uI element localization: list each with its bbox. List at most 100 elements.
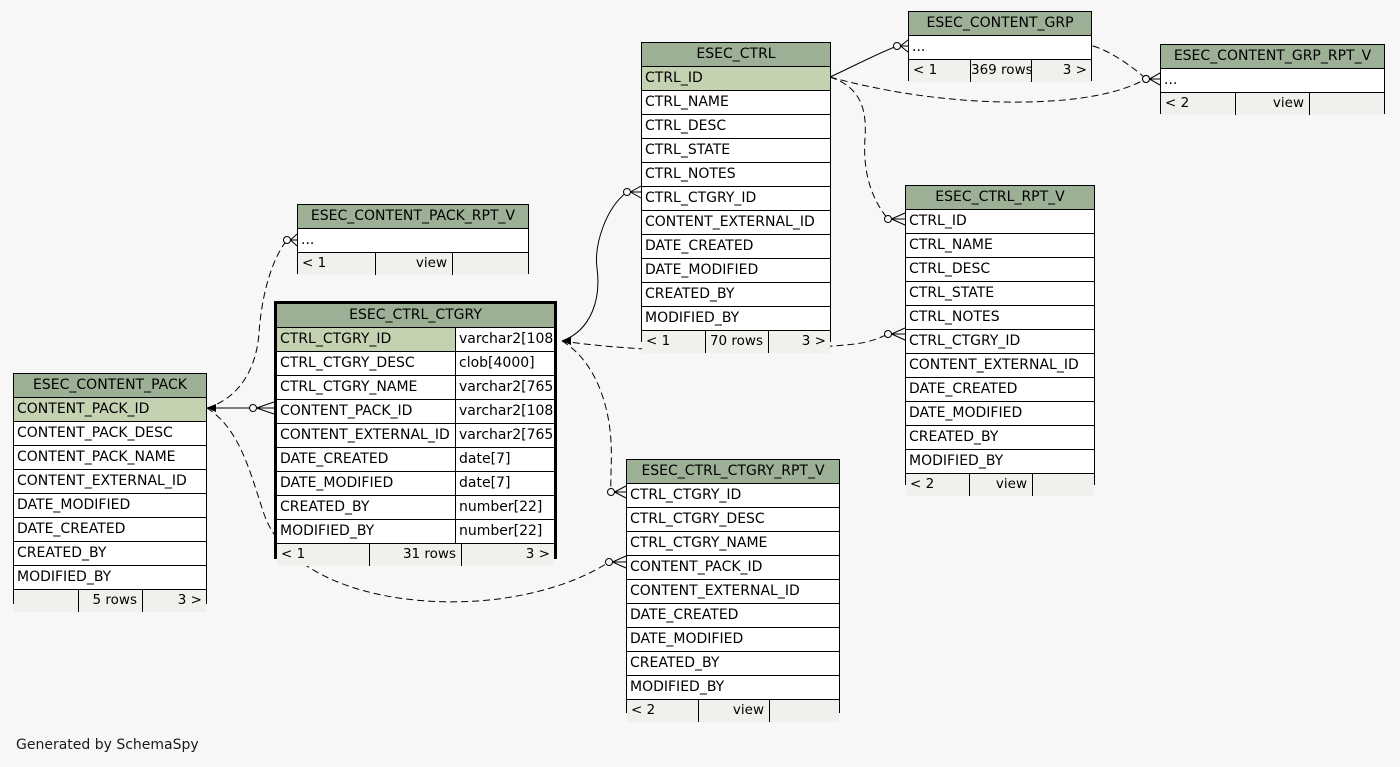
column-name: DATE_CREATED bbox=[909, 381, 1018, 397]
column-type: date[7] bbox=[455, 472, 554, 495]
degree-children: < 2 bbox=[631, 702, 656, 718]
table-title-esec_content_pack[interactable]: ESEC_CONTENT_PACK bbox=[14, 374, 206, 398]
zero-circle-marker bbox=[283, 236, 291, 244]
zero-circle-marker bbox=[607, 488, 615, 496]
column-name: CONTENT_PACK_DESC bbox=[17, 425, 173, 441]
column-type: varchar2[108] bbox=[455, 328, 554, 351]
column-row-esec_ctrl_ctgry: CONTENT_EXTERNAL_ID varchar2[765] bbox=[277, 424, 554, 448]
crowfoot-marker bbox=[891, 212, 906, 226]
zero-circle-marker bbox=[1142, 75, 1150, 83]
column-row-esec_content_pack: CONTENT_EXTERNAL_ID bbox=[14, 470, 206, 494]
row-count: view bbox=[1235, 93, 1309, 115]
column-name: MODIFIED_BY bbox=[645, 310, 740, 326]
crowfoot-marker bbox=[1149, 72, 1161, 86]
table-title-esec_ctrl[interactable]: ESEC_CTRL bbox=[642, 43, 830, 67]
column-row-esec_content_pack: CONTENT_PACK_DESC bbox=[14, 422, 206, 446]
column-name: DATE_CREATED bbox=[280, 451, 389, 467]
column-name: ... bbox=[912, 39, 926, 55]
column-name: DATE_MODIFIED bbox=[17, 497, 131, 513]
crowfoot-marker bbox=[900, 39, 909, 53]
table-title-esec_content_grp[interactable]: ESEC_CONTENT_GRP bbox=[909, 12, 1091, 36]
degree-parents bbox=[1309, 93, 1384, 115]
degree-parents bbox=[1032, 474, 1094, 496]
column-name: CONTENT_PACK_NAME bbox=[17, 449, 176, 465]
column-row-esec_content_pack_rpt_v: ... bbox=[298, 229, 528, 253]
column-name: MODIFIED_BY bbox=[17, 569, 112, 585]
table-title-esec_ctrl_ctgry[interactable]: ESEC_CTRL_CTGRY bbox=[277, 304, 554, 328]
column-name: ... bbox=[301, 232, 315, 248]
column-name: CTRL_CTGRY_NAME bbox=[280, 379, 418, 395]
edge-esec_ctrl_ctgry-esec_ctrl bbox=[561, 185, 642, 345]
column-name: CTRL_CTGRY_DESC bbox=[630, 511, 765, 527]
column-row-esec_ctrl_ctgry_rpt_v: CTRL_CTGRY_DESC bbox=[627, 508, 839, 532]
column-name: CTRL_ID bbox=[909, 213, 967, 229]
column-row-esec_ctrl: CTRL_DESC bbox=[642, 115, 830, 139]
column-name: DATE_CREATED bbox=[17, 521, 126, 537]
zero-circle-marker bbox=[884, 330, 892, 338]
degree-parents: 3 > bbox=[142, 590, 206, 612]
column-row-esec_content_pack: CONTENT_PACK_NAME bbox=[14, 446, 206, 470]
column-type: varchar2[765] bbox=[455, 376, 554, 399]
column-name: CTRL_STATE bbox=[909, 285, 995, 301]
edge-esec_ctrl-esec_content_grp bbox=[821, 39, 909, 81]
column-row-esec_ctrl: DATE_MODIFIED bbox=[642, 259, 830, 283]
generated-by-note: Generated by SchemaSpy bbox=[16, 737, 199, 753]
zero-circle-marker bbox=[893, 42, 901, 50]
column-row-esec_content_pack: CREATED_BY bbox=[14, 542, 206, 566]
table-title-esec_content_grp_rpt_v[interactable]: ESEC_CONTENT_GRP_RPT_V bbox=[1161, 45, 1384, 69]
column-row-esec_ctrl_rpt_v: DATE_MODIFIED bbox=[906, 402, 1094, 426]
column-row-esec_ctrl_rpt_v: CTRL_CTGRY_ID bbox=[906, 330, 1094, 354]
column-row-esec_ctrl: CREATED_BY bbox=[642, 283, 830, 307]
crowfoot-marker bbox=[891, 327, 906, 341]
column-name: MODIFIED_BY bbox=[909, 453, 1004, 469]
zero-circle-marker bbox=[623, 188, 631, 196]
zero-circle-marker bbox=[605, 558, 613, 566]
column-row-esec_ctrl: CTRL_NAME bbox=[642, 91, 830, 115]
row-count: view bbox=[969, 474, 1032, 496]
column-name: CTRL_NOTES bbox=[645, 166, 736, 182]
column-row-esec_ctrl: DATE_CREATED bbox=[642, 235, 830, 259]
column-name: CREATED_BY bbox=[630, 655, 720, 671]
column-row-esec_ctrl_ctgry_rpt_v: CTRL_CTGRY_NAME bbox=[627, 532, 839, 556]
edge-esec_ctrl-esec_ctrl_rpt_v bbox=[829, 76, 906, 226]
column-type: date[7] bbox=[455, 448, 554, 471]
column-row-esec_ctrl_rpt_v: CTRL_NOTES bbox=[906, 306, 1094, 330]
column-type: varchar2[765] bbox=[455, 424, 554, 447]
degree-children: < 1 bbox=[913, 62, 938, 78]
column-name: CONTENT_EXTERNAL_ID bbox=[909, 357, 1079, 373]
column-name: CONTENT_EXTERNAL_ID bbox=[280, 427, 450, 443]
zero-circle-marker bbox=[249, 404, 257, 412]
table-title-esec_ctrl_ctgry_rpt_v[interactable]: ESEC_CTRL_CTGRY_RPT_V bbox=[627, 460, 839, 484]
table-title-esec_ctrl_rpt_v[interactable]: ESEC_CTRL_RPT_V bbox=[906, 186, 1094, 210]
column-name: DATE_MODIFIED bbox=[630, 631, 744, 647]
column-name: DATE_MODIFIED bbox=[645, 262, 759, 278]
column-type: number[22] bbox=[455, 520, 554, 543]
column-type: number[22] bbox=[455, 496, 554, 519]
degree-children: < 1 bbox=[302, 255, 327, 271]
column-type: clob[4000] bbox=[455, 352, 554, 375]
table-title-esec_content_pack_rpt_v[interactable]: ESEC_CONTENT_PACK_RPT_V bbox=[298, 205, 528, 229]
column-row-esec_content_pack: MODIFIED_BY bbox=[14, 566, 206, 590]
column-name: CTRL_DESC bbox=[645, 118, 727, 134]
column-name: CONTENT_PACK_ID bbox=[14, 398, 206, 421]
degree-parents bbox=[769, 700, 839, 722]
column-row-esec_content_grp: ... bbox=[909, 36, 1091, 60]
column-row-esec_ctrl_ctgry_rpt_v: MODIFIED_BY bbox=[627, 676, 839, 700]
